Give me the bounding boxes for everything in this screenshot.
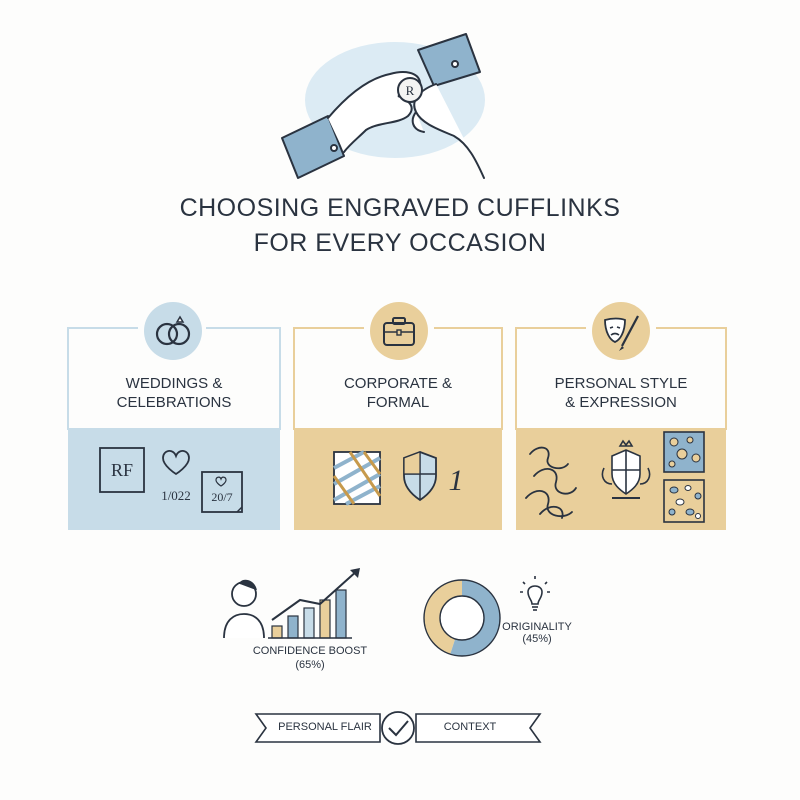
- cufflink-icon: R: [397, 77, 423, 103]
- lightbulb-icon: [520, 576, 550, 611]
- confidence-value: (65%): [295, 659, 325, 671]
- checkmark-icon: [381, 711, 415, 745]
- theater-masks-icon: [592, 302, 650, 360]
- personal-style-panel: [516, 428, 726, 530]
- engraved-date-1: 1/022: [161, 488, 191, 503]
- briefcase-icon: [370, 302, 428, 360]
- left-hand: [327, 71, 422, 153]
- originality-label: ORIGINALITY: [502, 621, 572, 633]
- weddings-panel: RF 1/022 20/7: [68, 428, 280, 530]
- column-frames: [67, 327, 727, 430]
- donut-segment-originality: [424, 580, 463, 655]
- originality-donut: [423, 579, 501, 657]
- banner-left-label: PERSONAL FLAIR: [278, 721, 372, 733]
- engraved-numeral: 1: [448, 464, 464, 497]
- speckled-pattern-icon: [663, 479, 705, 523]
- confidence-label: CONFIDENCE BOOST: [252, 645, 368, 657]
- swirl-pattern-icon: [525, 446, 577, 519]
- category-label-personal: PERSONAL STYLE & EXPRESSION: [554, 375, 688, 411]
- person-icon: [223, 579, 265, 639]
- engraved-monogram: RF: [110, 460, 134, 480]
- engraved-date-2: 20/7: [211, 490, 233, 504]
- right-shirt-cuff: [417, 33, 481, 87]
- banner-right-label: CONTEXT: [443, 721, 497, 733]
- originality-stat: ORIGINALITY (45%): [420, 570, 590, 670]
- trend-arrow-icon: [271, 568, 360, 621]
- category-label-weddings: WEDDINGS & CELEBRATIONS: [116, 375, 232, 411]
- confidence-stat: CONFIDENCE BOOST (65%): [220, 560, 380, 690]
- page-title-line2: FOR EVERY OCCASION: [253, 229, 547, 257]
- shield-icon: [403, 451, 437, 502]
- hero-illustration: R: [270, 20, 510, 190]
- donut-outer-ring: [423, 579, 501, 657]
- category-label-corporate: CORPORATE & FORMAL: [343, 375, 453, 411]
- left-shirt-cuff: [281, 115, 345, 179]
- crest-icon: [601, 439, 651, 499]
- page-title-line1: CHOOSING ENGRAVED CUFFLINKS: [179, 194, 621, 222]
- geometric-cufflink-icon: [332, 450, 382, 506]
- svg-text:R: R: [406, 83, 415, 98]
- dotted-pattern-icon: [663, 431, 705, 473]
- growth-bars: [268, 589, 352, 639]
- rings-icon: [144, 302, 202, 360]
- donut-segment-rest: [450, 580, 500, 656]
- corporate-panel: 1: [294, 428, 502, 530]
- summary-banner: PERSONAL FLAIR CONTEXT: [248, 700, 548, 756]
- donut-inner-ring: [439, 595, 485, 641]
- originality-value: (45%): [522, 633, 552, 645]
